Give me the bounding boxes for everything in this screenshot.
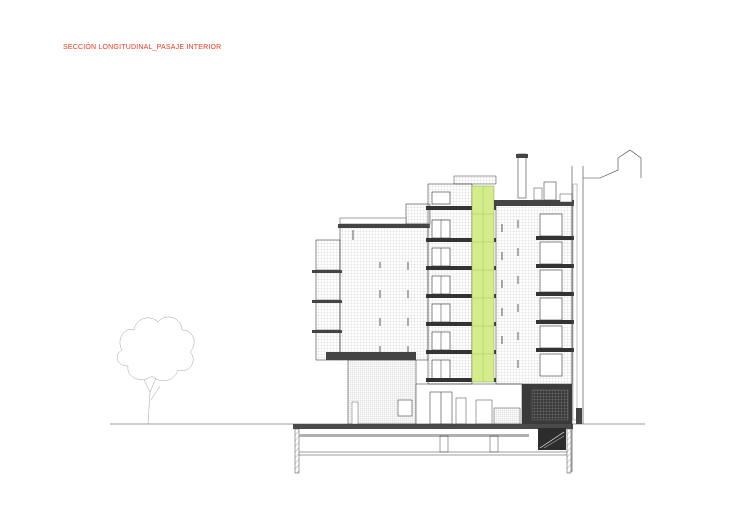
ground-floor [347, 359, 572, 425]
basement [293, 424, 573, 474]
left-balcony-stack [312, 239, 342, 361]
neighbour-building [571, 149, 642, 472]
central-tower [426, 175, 497, 385]
left-block [326, 203, 431, 361]
green-balconies [471, 185, 495, 383]
rooftop [339, 153, 573, 225]
tree-outline [117, 316, 195, 425]
right-block [494, 200, 574, 385]
drawing-title: SECCIÓN LONGITUDINAL_PASAJE INTERIOR [63, 44, 222, 51]
